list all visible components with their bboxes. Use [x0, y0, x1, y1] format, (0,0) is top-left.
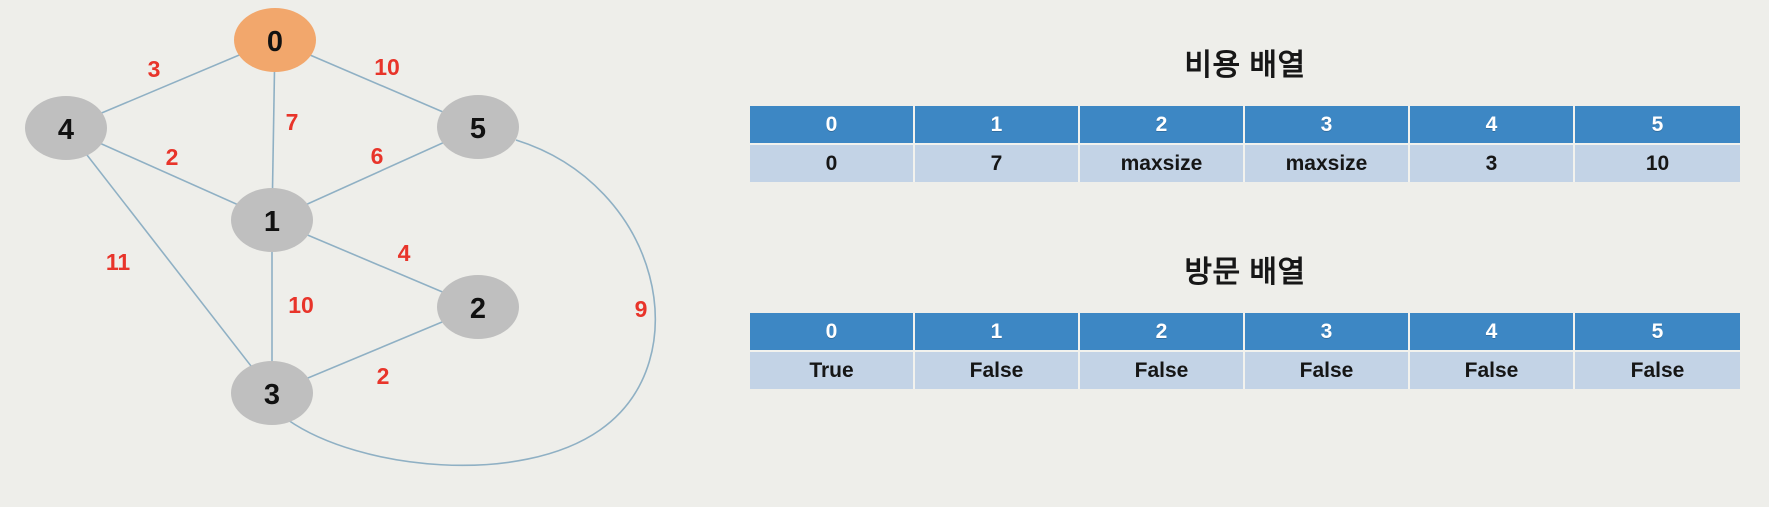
- edge-5-3-curved: [287, 139, 657, 467]
- graph-diagram: 3 10 7 2 6 11 4 10 2 9 0 1: [25, 8, 657, 467]
- node-4-shape[interactable]: [25, 96, 107, 160]
- edge-weight-1-2: 4: [398, 240, 411, 266]
- table-row: 0 7 maxsize maxsize 3 10: [750, 145, 1740, 182]
- visited-value-5: False: [1575, 352, 1740, 389]
- edge-weight-1-3: 10: [288, 292, 314, 318]
- edge-weight-5-3: 9: [635, 296, 648, 322]
- node-5-shape[interactable]: [437, 95, 519, 159]
- visited-header-2: 2: [1080, 313, 1245, 352]
- table-row: True False False False False False: [750, 352, 1740, 389]
- graph-node-3[interactable]: 3: [231, 361, 313, 425]
- cost-value-4: 3: [1410, 145, 1575, 182]
- visited-value-2: False: [1080, 352, 1245, 389]
- arrays-panel: 비용 배열 0 1 2 3 4 5 0 7 maxsize maxsize 3 …: [700, 0, 1769, 507]
- node-3-label: 3: [264, 379, 280, 411]
- node-0-label: 0: [267, 26, 283, 58]
- graph-node-4[interactable]: 4: [25, 96, 107, 160]
- visited-value-3: False: [1245, 352, 1410, 389]
- table-row-header: 0 1 2 3 4 5: [750, 313, 1740, 352]
- cost-header-1: 1: [915, 106, 1080, 145]
- visited-array-table: 0 1 2 3 4 5 True False False False False…: [750, 313, 1740, 389]
- graph-node-1[interactable]: 1: [231, 188, 313, 252]
- visited-value-0: True: [750, 352, 915, 389]
- visited-header-3: 3: [1245, 313, 1410, 352]
- node-3-shape[interactable]: [231, 361, 313, 425]
- edge-weight-4-3: 11: [106, 249, 131, 275]
- node-4-label: 4: [58, 114, 74, 146]
- cost-array-table: 0 1 2 3 4 5 0 7 maxsize maxsize 3 10: [750, 106, 1740, 182]
- visited-header-4: 4: [1410, 313, 1575, 352]
- visited-array-title: 방문 배열: [1184, 256, 1306, 289]
- visited-header-0: 0: [750, 313, 915, 352]
- visited-value-1: False: [915, 352, 1080, 389]
- cost-array-block: 비용 배열 0 1 2 3 4 5 0 7 maxsize maxsize 3 …: [750, 48, 1740, 182]
- cost-header-5: 5: [1575, 106, 1740, 145]
- visited-header-5: 5: [1575, 313, 1740, 352]
- cost-header-2: 2: [1080, 106, 1245, 145]
- graph-node-0[interactable]: 0: [234, 8, 316, 72]
- node-2-label: 2: [470, 293, 486, 325]
- cost-value-5: 10: [1575, 145, 1740, 182]
- node-2-shape[interactable]: [437, 275, 519, 339]
- edge-weight-3-2: 2: [377, 363, 390, 389]
- edge-weight-4-1: 2: [166, 144, 179, 170]
- cost-header-3: 3: [1245, 106, 1410, 145]
- cost-header-0: 0: [750, 106, 915, 145]
- graph-node-5[interactable]: 5: [437, 95, 519, 159]
- graph-node-2[interactable]: 2: [437, 275, 519, 339]
- graph-edges: [65, 39, 657, 467]
- edge-weight-0-5: 10: [374, 54, 400, 80]
- graph-edge-weights: 3 10 7 2 6 11 4 10 2 9: [106, 54, 648, 389]
- graph-nodes: 0 1 2 3 4: [25, 8, 519, 425]
- cost-value-3: maxsize: [1245, 145, 1410, 182]
- node-1-label: 1: [264, 206, 280, 238]
- visited-header-1: 1: [915, 313, 1080, 352]
- visited-array-block: 방문 배열 0 1 2 3 4 5 True False False False…: [750, 255, 1740, 389]
- table-row-header: 0 1 2 3 4 5: [750, 106, 1740, 145]
- cost-value-2: maxsize: [1080, 145, 1245, 182]
- cost-value-0: 0: [750, 145, 915, 182]
- cost-header-4: 4: [1410, 106, 1575, 145]
- cost-array-title: 비용 배열: [1184, 49, 1306, 82]
- graph-panel: 3 10 7 2 6 11 4 10 2 9 0 1: [0, 0, 700, 507]
- edge-weight-1-5: 6: [371, 143, 384, 169]
- node-1-shape[interactable]: [231, 188, 313, 252]
- node-5-label: 5: [470, 113, 486, 145]
- visited-value-4: False: [1410, 352, 1575, 389]
- edge-weight-0-1: 7: [286, 109, 299, 135]
- node-0-shape[interactable]: [234, 8, 316, 72]
- edge-weight-0-4: 3: [148, 56, 161, 82]
- edge-4-3: [65, 127, 273, 394]
- cost-value-1: 7: [915, 145, 1080, 182]
